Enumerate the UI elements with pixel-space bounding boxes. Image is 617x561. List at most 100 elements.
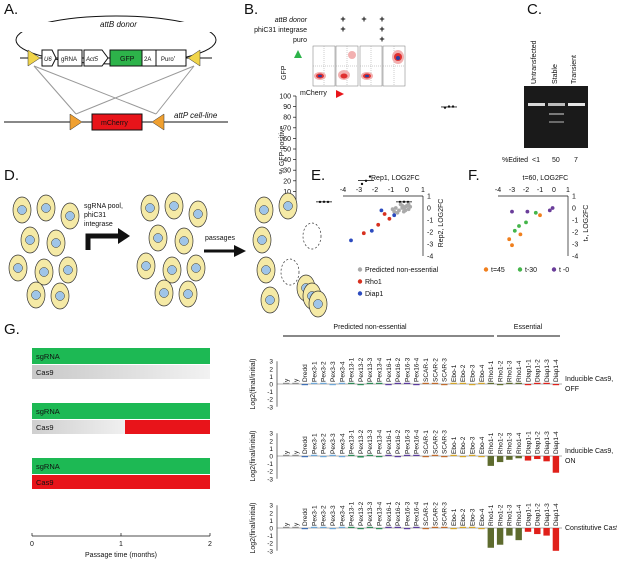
g-gene-label-2-25: Rho1-3: [507, 432, 514, 454]
g-bar-3-Pex16-4: [413, 526, 420, 528]
g-gene-label-1-19: Ebo-1: [451, 364, 458, 382]
g-bar-2-Pex16-3: [403, 454, 411, 456]
sign-r1-c3: +: [379, 24, 384, 34]
g-gene-label-2-13: Pex16-2: [395, 429, 402, 454]
puro-box: [155, 49, 187, 67]
cell-transfected-8: [186, 254, 206, 282]
g-gene-label-1-14: Pex16-3: [404, 357, 411, 382]
g-gene-label-2-20: Ebo-2: [460, 436, 467, 454]
g-gene-label-1-2: y: [293, 378, 300, 382]
flow-cloud-core-3: [365, 74, 369, 78]
e-x-tick--4: -4: [340, 187, 346, 194]
flow-cloud-mid-2: [340, 73, 348, 79]
g-bar-2-Pex13-1: [348, 454, 355, 456]
b-y-ticklabel-20: 20: [283, 178, 291, 185]
g-gene-label-3-11: Pex13-4: [377, 501, 384, 526]
e-point-21: [349, 238, 353, 243]
g-bar-3-Ebo-3: [469, 526, 476, 528]
arrow1-label-line3: integrase: [84, 221, 113, 228]
panel-label-f: F.: [468, 167, 480, 184]
group-label-nonessential: Predicted non-essential: [333, 324, 407, 331]
e-y-tick-1: 1: [427, 194, 431, 201]
f-x-tick--4: -4: [495, 187, 501, 194]
g-y-tick-3-2: 2: [269, 510, 273, 517]
g-gene-label-3-4: Pex3-1: [311, 505, 318, 526]
condition-sign-table: ++++++: [340, 14, 384, 44]
cell-initial-2: [36, 194, 56, 222]
g-gene-label-3-23: Rho1-1: [488, 504, 495, 526]
g-bar-1-Pex3-2: [320, 382, 327, 384]
cell-initial-3: [60, 202, 80, 230]
cell-passaged-4-body: [302, 222, 322, 250]
cell-passaged-1: [254, 196, 274, 224]
e-legend-label-1: Predicted non-essential: [365, 267, 439, 274]
g-condition-label-1: Inducible Cas9,: [565, 376, 613, 383]
row-label-attb: attB donor: [275, 17, 308, 24]
g-gene-label-2-24: Rho1-2: [497, 432, 504, 454]
puro-label: Puror: [161, 54, 176, 63]
g-gene-label-3-5: Pex3-2: [321, 505, 328, 526]
g-bar-1-Pex13-4: [376, 382, 383, 384]
b-y-ticklabel-10: 10: [283, 189, 291, 196]
cell-transfected-3: [188, 200, 208, 228]
f-point-3: [538, 213, 542, 218]
f-point-11: [547, 208, 552, 213]
cell-transfected-5-nucleus: [179, 236, 189, 246]
crossover-line-3: [33, 65, 157, 115]
g-bar-3-Rho1-3: [506, 528, 513, 536]
timeline-axis-ticklabel-1: 1: [119, 541, 123, 548]
g-bar-2-Pex3-2: [320, 456, 327, 458]
g-y-tick-1--1: -1: [267, 389, 273, 396]
flow-cytometry-plots: [312, 45, 406, 87]
g-bar-2-Rho1-4: [515, 456, 522, 459]
f-x-tick-0: 0: [552, 187, 556, 194]
g-y-tick-3--1: -1: [267, 533, 273, 540]
g-y-tick-3--2: -2: [267, 541, 273, 548]
cell-initial-8-nucleus: [63, 265, 73, 275]
crossover-line-2: [75, 65, 195, 115]
g-bar-3-Diap1-4: [552, 528, 560, 551]
f-x-tick-1: 1: [566, 187, 570, 194]
panel-label-g: G.: [4, 321, 20, 338]
e-y-tick--1: -1: [427, 218, 433, 225]
e-point-14: [406, 202, 411, 207]
g-gene-label-2-3: Dredd: [302, 436, 309, 454]
g-y-tick-2-1: 1: [269, 446, 273, 453]
g-gene-label-1-6: Pex3-3: [330, 361, 337, 382]
g-bar-1-Pex3-3: [329, 384, 336, 386]
cell-passaged-1-nucleus: [259, 205, 269, 215]
g-bar-3-Diap1-2: [534, 528, 541, 535]
g-gene-label-3-28: Diap1-2: [535, 503, 542, 526]
cell-transfected-4: [148, 224, 168, 252]
b-dot-2-3: [368, 175, 372, 178]
f-y-tick-1: 1: [572, 194, 576, 201]
f-point-6: [524, 220, 528, 225]
mcherry-box: [91, 113, 143, 131]
cell-passaged-10: [260, 286, 280, 314]
g-gene-label-1-26: Rho1-4: [516, 360, 523, 382]
g-gene-label-2-29: Diap1-3: [544, 431, 551, 454]
g-bar-2-Pex3-3: [329, 454, 336, 456]
g-bar-3-Ebo-2: [459, 526, 467, 528]
u6-promoter-icon: [41, 49, 57, 67]
g-gene-label-2-7: Pex3-4: [339, 433, 346, 454]
cell-initial-10: [50, 282, 70, 310]
g-bar-2-Diap1-1: [524, 456, 532, 461]
g-gene-label-2-21: Ebo-3: [470, 436, 477, 454]
b-y-ticklabel-90: 90: [283, 104, 291, 111]
g-gene-label-1-9: Pex13-2: [358, 357, 365, 382]
e-legend-label-3: Diap1: [365, 291, 383, 298]
e-point-17: [361, 231, 366, 236]
g-gene-label-3-10: Pex13-3: [367, 501, 374, 526]
g-gene-label-3-13: Pex16-2: [395, 501, 402, 526]
g-gene-label-2-15: Pex16-4: [414, 429, 421, 454]
g-y-tick-1-0: 0: [269, 382, 273, 389]
cell-passaged-5: [256, 256, 276, 284]
e-point-7: [393, 206, 398, 210]
b-dot-3-1: [398, 200, 402, 204]
e-point-20: [382, 212, 387, 216]
f-y-tick-0: 0: [572, 206, 576, 213]
b-dot-3-3: [406, 200, 410, 204]
g-gene-label-1-7: Pex3-4: [339, 361, 346, 382]
